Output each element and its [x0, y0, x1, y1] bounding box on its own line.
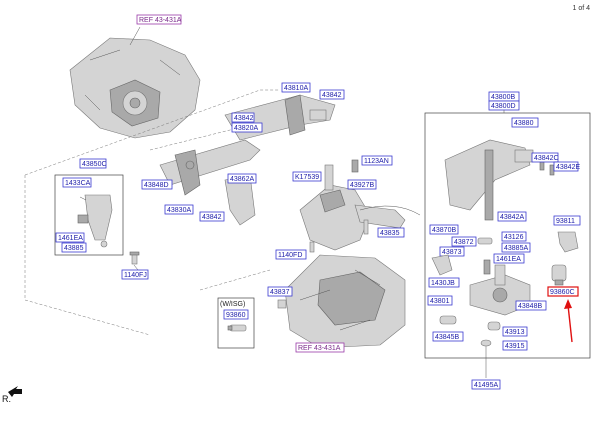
part-label-43848b[interactable]: 43848B [518, 303, 542, 310]
part-label-43850c[interactable]: 43850C [82, 161, 107, 168]
part-label-1433ca[interactable]: 1433CA [65, 180, 91, 187]
bracket-group-frame [54, 174, 124, 256]
wisg-group-frame [217, 297, 255, 349]
part-label-43872[interactable]: 43872 [454, 239, 474, 246]
transmission-housing-top [69, 37, 201, 139]
detent-parts [431, 237, 493, 276]
part-label-1140fd[interactable]: 1140FD [278, 252, 302, 259]
part-label-43126[interactable]: 43126 [504, 234, 524, 241]
part-label-1430jb[interactable]: 1430JB [431, 280, 455, 287]
part-label-43927b[interactable]: 43927B [350, 182, 374, 189]
highlight-arrow [564, 299, 573, 343]
bolt-43835 [363, 219, 369, 235]
part-label-43845b[interactable]: 43845B [435, 334, 459, 341]
part-label-43801[interactable]: 43801 [430, 298, 450, 305]
wisg-label: (W/ISG) [220, 301, 245, 308]
part-label-43810a[interactable]: 43810A [284, 85, 308, 92]
part-label-93811[interactable]: 93811 [556, 218, 575, 225]
highlight-box [547, 286, 579, 297]
part-label-43842e[interactable]: 43842E [556, 164, 580, 171]
page-counter: 1 of 4 [572, 5, 590, 12]
part-label-43873[interactable]: 43873 [442, 249, 462, 256]
part-label-43820a[interactable]: 43820A [234, 125, 258, 132]
part-label-43885[interactable]: 43885 [64, 245, 84, 252]
direction-arrow-icon [8, 386, 22, 397]
part-label-43842-a[interactable]: 43842 [234, 115, 254, 122]
ref-label-bottom[interactable]: REF 43-431A [298, 345, 341, 352]
part-label-43842-b[interactable]: 43842 [202, 214, 222, 221]
part-label-1461ea-left[interactable]: 1461EA [58, 235, 83, 242]
ref-label-top[interactable]: REF 43-431A [139, 17, 182, 24]
part-label-1140fj[interactable]: 1140FJ [124, 272, 147, 279]
part-label-1461ea-right[interactable]: 1461EA [496, 256, 521, 263]
part-label-93860c-highlighted[interactable]: 93860C [550, 289, 575, 296]
switch-bracket [557, 231, 579, 253]
plug-43837 [277, 299, 287, 309]
right-assembly-frame [424, 112, 591, 359]
direction-label: R. [2, 394, 11, 404]
bolt-1140fj [129, 251, 140, 265]
part-label-43915[interactable]: 43915 [505, 343, 525, 350]
part-label-43835[interactable]: 43835 [380, 230, 400, 237]
part-label-43880[interactable]: 43880 [514, 120, 534, 127]
part-label-43862a[interactable]: 43862A [230, 176, 254, 183]
shift-lever-assembly [444, 139, 555, 221]
part-label-43842-top[interactable]: 43842 [322, 92, 342, 99]
part-label-43837[interactable]: 43837 [270, 289, 290, 296]
part-label-43848d[interactable]: 43848D [144, 182, 169, 189]
part-label-k17539[interactable]: K17539 [295, 174, 319, 181]
transmission-housing-bottom [284, 254, 406, 349]
bolt-1140fd [309, 241, 315, 253]
part-label-43842a[interactable]: 43842A [500, 214, 524, 221]
part-label-1123an[interactable]: 1123AN [364, 158, 389, 165]
part-label-43800d[interactable]: 43800D [491, 103, 516, 110]
part-label-41495a[interactable]: 41495A [474, 382, 498, 389]
part-label-43913[interactable]: 43913 [505, 329, 525, 336]
part-label-93860-small[interactable]: 93860 [226, 312, 246, 319]
part-label-43800b[interactable]: 43800B [491, 94, 515, 101]
part-label-43830a[interactable]: 43830A [167, 207, 191, 214]
seal-parts [439, 315, 501, 347]
part-label-43885a[interactable]: 43885A [504, 245, 528, 252]
shift-control-assembly [299, 159, 406, 251]
part-label-43870b[interactable]: 43870B [432, 227, 456, 234]
isg-sensor [227, 324, 247, 332]
part-label-43842c[interactable]: 43842C [534, 155, 559, 162]
shift-bracket [77, 194, 113, 248]
reverse-switch [551, 264, 567, 286]
selector-housing [469, 264, 531, 316]
